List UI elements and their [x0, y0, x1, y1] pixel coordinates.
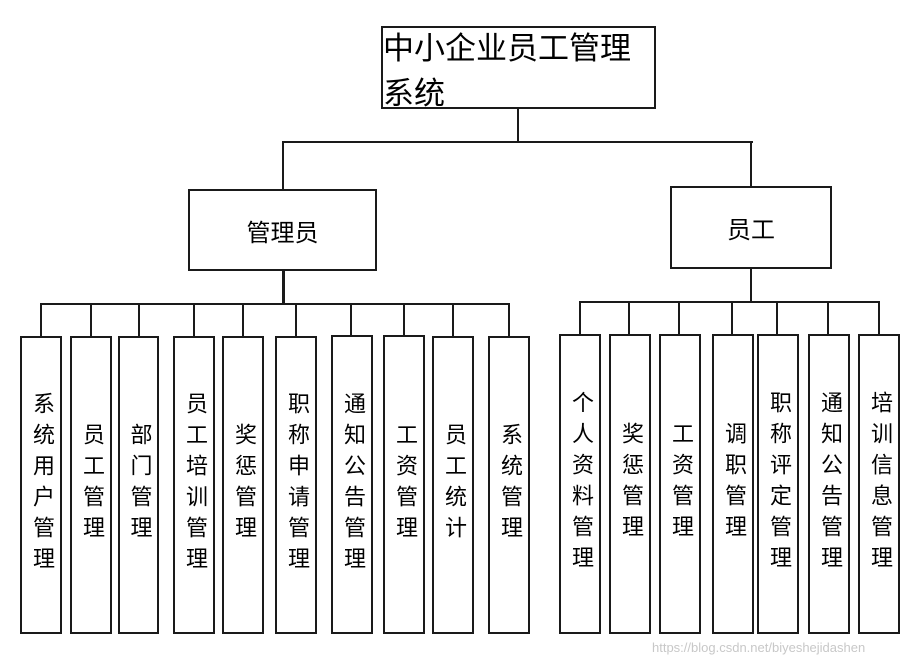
employee-leaf-notice-mgmt: 通知公告管理	[808, 334, 850, 634]
employee-leaf-salary-mgmt: 工资管理	[659, 334, 701, 634]
admin-leaf-connector	[403, 303, 405, 336]
employee-leaf-connector	[628, 301, 630, 335]
employee-leaf-connector	[731, 301, 733, 335]
employee-leaf-transfer-mgmt: 调职管理	[712, 334, 754, 634]
admin-node: 管理员	[188, 189, 377, 271]
root-node: 中小企业员工管理系统	[381, 26, 656, 112]
employee-node: 员工	[670, 186, 832, 269]
employee-leaf-connector	[776, 301, 778, 335]
admin-leaf-employee-stats: 员工统计	[432, 336, 474, 634]
employee-leaf-reward-punish-mgmt: 奖惩管理	[609, 334, 651, 634]
leaf-label: 个人资料管理	[568, 391, 593, 577]
admin-bus	[40, 303, 510, 305]
admin-leaf-connector	[350, 303, 352, 336]
watermark: https://blog.csdn.net/biyeshejidashen	[652, 640, 866, 655]
admin-leaf-connector	[138, 303, 140, 337]
employee-bus	[579, 301, 880, 303]
employee-leaf-connector	[827, 301, 829, 335]
level1-bus	[282, 141, 753, 143]
admin-leaf-employee-mgmt: 员工管理	[70, 336, 112, 634]
admin-leaf-connector	[40, 303, 42, 337]
leaf-label: 培训信息管理	[867, 391, 892, 577]
leaf-label: 系统管理	[497, 423, 522, 547]
admin-leaf-training-mgmt: 员工培训管理	[173, 336, 215, 634]
leaf-label: 系统用户管理	[29, 392, 54, 578]
leaf-label: 奖惩管理	[231, 423, 256, 547]
admin-leaf-system-user-mgmt: 系统用户管理	[20, 336, 62, 634]
employee-leaf-connector	[579, 301, 581, 335]
leaf-label: 职称评定管理	[766, 391, 791, 577]
employee-connector	[750, 268, 752, 303]
admin-leaf-notice-mgmt: 通知公告管理	[331, 335, 373, 634]
admin-leaf-department-mgmt: 部门管理	[118, 336, 159, 634]
root-connector	[517, 108, 519, 143]
admin-leaf-connector	[508, 303, 510, 337]
admin-leaf-salary-mgmt: 工资管理	[383, 335, 425, 634]
admin-node-label: 管理员	[246, 218, 319, 247]
leaf-label: 奖惩管理	[618, 422, 643, 546]
leaf-label: 职称申请管理	[284, 392, 309, 578]
admin-leaf-connector	[193, 303, 195, 337]
leaf-label: 通知公告管理	[340, 391, 365, 578]
leaf-label: 调职管理	[721, 422, 746, 546]
admin-leaf-connector	[295, 303, 297, 337]
leaf-label: 工资管理	[668, 422, 693, 546]
admin-leaf-system-mgmt: 系统管理	[488, 336, 530, 634]
admin-leaf-reward-punish-mgmt: 奖惩管理	[222, 336, 264, 634]
leaf-label: 员工培训管理	[182, 392, 207, 578]
leaf-label: 通知公告管理	[817, 391, 842, 577]
employee-leaf-profile-mgmt: 个人资料管理	[559, 334, 601, 634]
employee-leaf-connector	[878, 301, 880, 335]
employee-leaf-training-info-mgmt: 培训信息管理	[858, 334, 900, 634]
root-node-label: 中小企业员工管理系统	[383, 30, 631, 112]
admin-leaf-connector	[452, 303, 454, 337]
admin-leaf-connector	[90, 303, 92, 337]
admin-drop	[282, 141, 284, 190]
leaf-label: 员工管理	[79, 423, 104, 547]
employee-node-label: 员工	[727, 216, 775, 244]
leaf-label: 工资管理	[392, 422, 417, 547]
employee-leaf-title-evaluation-mgmt: 职称评定管理	[757, 334, 799, 634]
employee-drop	[750, 141, 752, 187]
leaf-label: 部门管理	[126, 423, 152, 547]
admin-connector	[282, 270, 285, 305]
leaf-label: 员工统计	[441, 423, 466, 547]
admin-leaf-title-application-mgmt: 职称申请管理	[275, 336, 317, 634]
admin-leaf-connector	[242, 303, 244, 337]
employee-leaf-connector	[678, 301, 680, 335]
